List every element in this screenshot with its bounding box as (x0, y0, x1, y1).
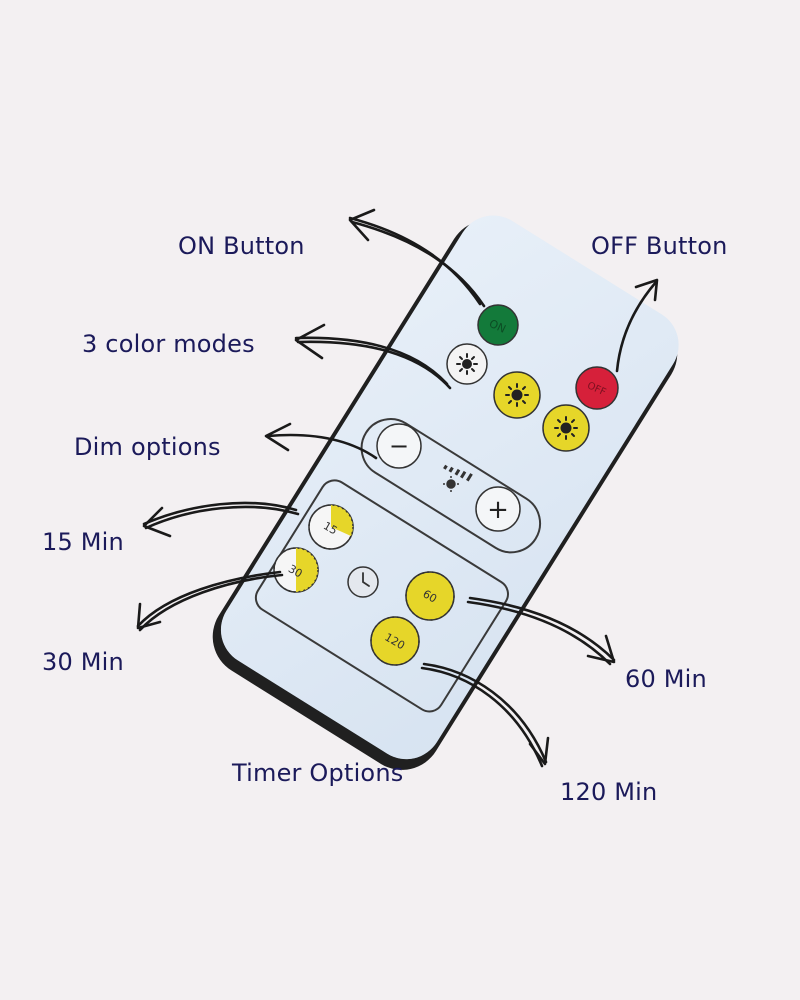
arrow-15-min (142, 501, 300, 538)
arrow-60-min (466, 596, 616, 666)
on-button[interactable]: ON (477, 304, 519, 346)
arrow-on-button (348, 208, 486, 308)
color-mode-button-warm[interactable] (493, 371, 541, 419)
timer-60-label: 60 (420, 587, 439, 605)
plus-icon: + (487, 495, 509, 525)
color-mode-button-white[interactable] (446, 343, 488, 385)
arrow-dim-options (264, 422, 378, 460)
arrow-120-min (420, 662, 550, 768)
minus-icon: − (389, 432, 409, 460)
sun-icon (505, 383, 529, 407)
callout-timer-options: Timer Options (232, 759, 404, 787)
on-button-label: ON (487, 317, 508, 336)
callout-off-button: OFF Button (591, 232, 728, 260)
arrow-off-button (615, 278, 659, 373)
callout-15-min: 15 Min (42, 528, 124, 556)
brightness-indicator (443, 464, 473, 492)
callout-120-min: 120 Min (560, 778, 658, 806)
timer-panel (254, 479, 509, 713)
callout-dim-options: Dim options (74, 433, 221, 461)
timer-30-label: 30 (286, 562, 305, 580)
timer-15-button[interactable]: 15 (308, 504, 354, 550)
sun-icon (554, 416, 578, 440)
arrow-30-min (136, 570, 284, 632)
dim-plus-button[interactable]: + (475, 486, 521, 532)
timer-clock-icon (347, 566, 379, 598)
callout-30-min: 30 Min (42, 648, 124, 676)
color-mode-button-neutral[interactable] (542, 404, 590, 452)
callout-color-modes: 3 color modes (82, 330, 255, 358)
dim-panel (360, 418, 542, 554)
timer-30-button[interactable]: 30 (273, 547, 319, 593)
callout-60-min: 60 Min (625, 665, 707, 693)
timer-60-button[interactable]: 60 (405, 571, 455, 621)
arrow-color-modes (294, 323, 452, 390)
half-sun-icon (443, 476, 459, 492)
timer-120-button[interactable]: 120 (370, 616, 420, 666)
off-button[interactable]: OFF (575, 366, 619, 410)
callout-on-button: ON Button (178, 232, 305, 260)
timer-15-label: 15 (321, 519, 340, 537)
dim-minus-button[interactable]: − (376, 423, 422, 469)
remote-body (212, 215, 679, 770)
sun-icon (456, 353, 478, 375)
